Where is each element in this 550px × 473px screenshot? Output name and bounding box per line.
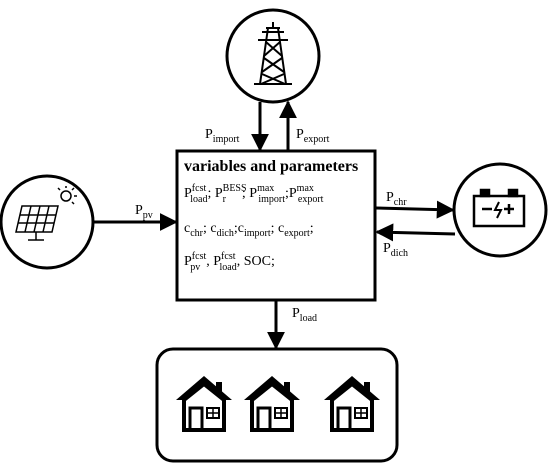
battery-node (452, 162, 548, 258)
p-load-label: Pload (292, 306, 317, 324)
house-icon (176, 376, 232, 432)
solar-node (0, 174, 95, 270)
discharge-arrow (375, 223, 456, 242)
box-title: variables and parameters (184, 158, 358, 175)
variables-box (175, 149, 377, 302)
p-dich-label: Pdich (383, 241, 408, 259)
transmission-tower-icon (254, 22, 292, 85)
solar-panel-icon (15, 186, 77, 241)
param-line-2: cchr; cdich;cimport; cexport; (184, 221, 314, 239)
grid-node (225, 8, 321, 104)
houses-box (155, 347, 399, 463)
p-export-label: Pexport (296, 127, 330, 145)
house-icon (324, 376, 380, 432)
house-icon (244, 376, 300, 432)
p-chr-label: Pchr (386, 190, 407, 208)
battery-icon (472, 188, 526, 228)
p-import-label: Pimport (205, 127, 240, 145)
p-pv-label: Ppv (135, 203, 153, 221)
charge-arrow (375, 200, 455, 219)
